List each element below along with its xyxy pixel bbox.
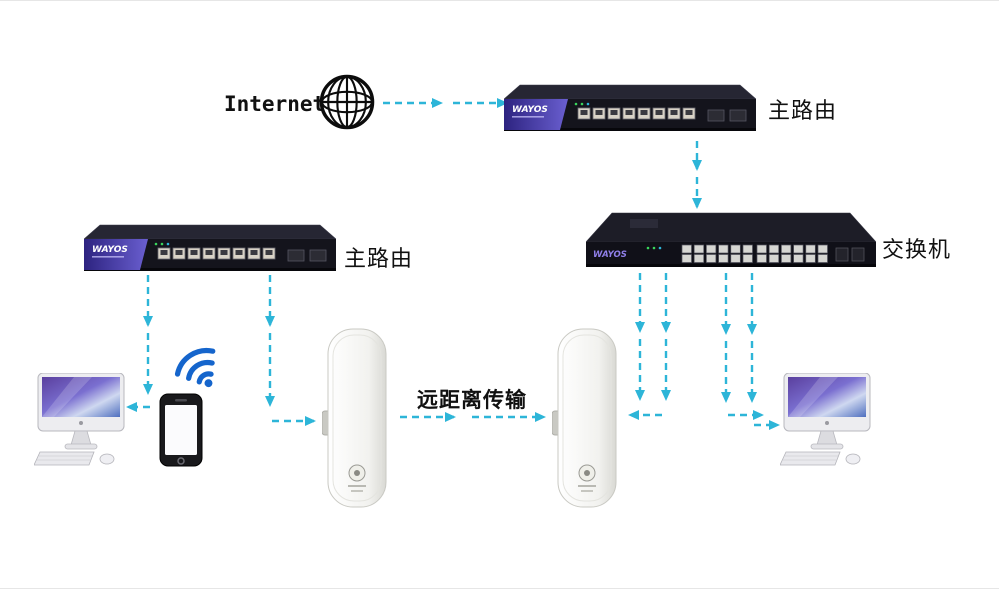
router-top-label: 主路由 [768,99,838,124]
brand-text: WAYOS [593,250,627,260]
wireless-bridge-left [322,328,387,508]
router-left-device: WAYOS [84,224,336,271]
switch-device: WAYOS [586,212,876,267]
wireless-bridge-right [552,328,617,508]
wifi-icon [174,347,216,388]
globe-icon [319,74,375,130]
router-top-device: WAYOS [504,84,756,131]
brand-text: WAYOS [92,245,128,255]
computer-right [780,373,871,466]
wireless-link-label: 远距离传输 [417,388,527,412]
internet-label: Internet [224,92,326,116]
smartphone-icon [159,393,203,467]
router-left-label: 主路由 [344,247,414,272]
computer-left [34,373,125,466]
brand-text: WAYOS [512,105,548,115]
switch-label: 交换机 [882,238,952,263]
